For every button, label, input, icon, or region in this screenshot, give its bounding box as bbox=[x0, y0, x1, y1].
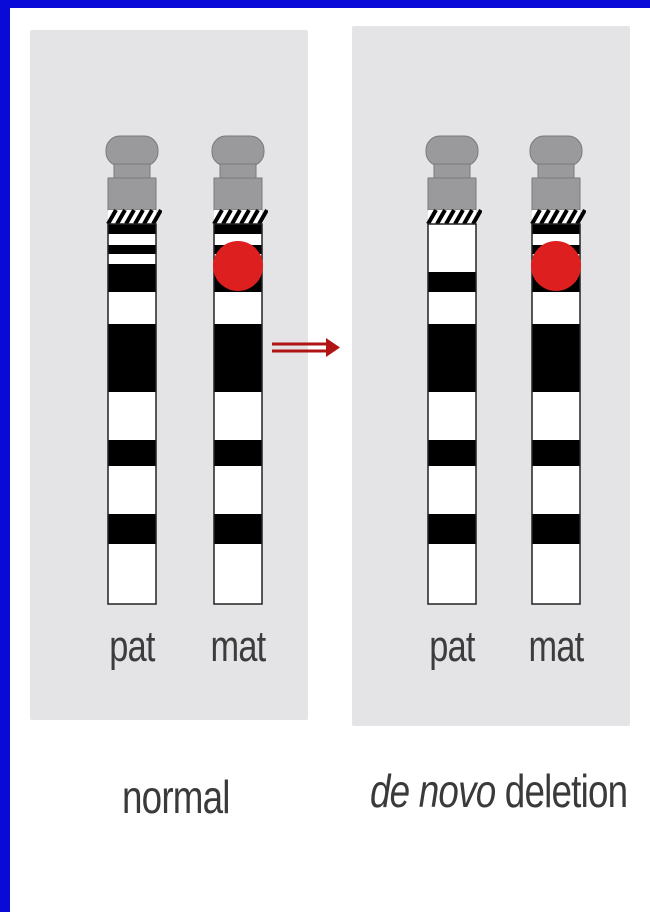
chromosome-band bbox=[428, 440, 476, 456]
chromosome-band bbox=[214, 224, 262, 234]
pericentric-band bbox=[108, 178, 156, 210]
chromosome-band bbox=[428, 272, 476, 292]
chromosome-band bbox=[214, 544, 262, 562]
chromosome-pat-deleted: pat bbox=[422, 134, 482, 754]
chromosome-band bbox=[532, 292, 580, 324]
chromosome-band bbox=[108, 594, 156, 604]
chromosome-band bbox=[532, 562, 580, 594]
chromosome-band bbox=[214, 514, 262, 532]
chromosome-label: pat bbox=[101, 622, 163, 672]
chromosome-band bbox=[428, 594, 476, 604]
chromosome-band bbox=[532, 392, 580, 440]
chromosome-band bbox=[428, 532, 476, 544]
chromosome-band bbox=[214, 594, 262, 604]
chromosome-band bbox=[108, 274, 156, 292]
chromosome-band bbox=[108, 336, 156, 392]
chromosome-band bbox=[108, 466, 156, 509]
chromosome-band bbox=[214, 292, 262, 324]
chromosome-band bbox=[108, 264, 156, 274]
chromosome-band bbox=[214, 466, 262, 509]
chromosome-band bbox=[532, 456, 580, 466]
chromosome-band bbox=[428, 509, 476, 514]
chromosome-band bbox=[532, 509, 580, 514]
chromosome-band bbox=[532, 440, 580, 456]
chromosome-band bbox=[214, 456, 262, 466]
chromosome-band bbox=[428, 544, 476, 562]
chromosome-band bbox=[214, 532, 262, 544]
chromosome-band bbox=[214, 509, 262, 514]
chromosome-band bbox=[532, 336, 580, 392]
normal-caption: normal bbox=[122, 770, 230, 824]
chromosome-mat-normal: mat bbox=[526, 134, 586, 754]
slide: pat mat pat mat normal de novo deletion bbox=[10, 8, 650, 912]
de-novo-text: de novo bbox=[370, 765, 495, 817]
chromosome-label: mat bbox=[207, 622, 269, 672]
chromosome-band bbox=[108, 544, 156, 562]
chromosome-band bbox=[108, 509, 156, 514]
chromosome-band bbox=[108, 440, 156, 456]
p-arm-cap bbox=[106, 136, 158, 166]
chromosome-band bbox=[108, 245, 156, 254]
chromosome-band bbox=[428, 336, 476, 392]
chromosome-band bbox=[108, 292, 156, 324]
chromosome-band bbox=[108, 324, 156, 336]
chromosome-mat-normal-drawing bbox=[208, 134, 268, 634]
gene-marker bbox=[213, 241, 263, 291]
p-arm-cap bbox=[426, 136, 478, 166]
chromosome-band bbox=[428, 324, 476, 336]
deletion-caption: de novo deletion bbox=[370, 764, 627, 818]
chromosome-band bbox=[214, 562, 262, 594]
chromosome-band bbox=[108, 532, 156, 544]
chromosome-pat-deleted-drawing bbox=[422, 134, 482, 634]
chromosome-band bbox=[532, 594, 580, 604]
p-arm-cap bbox=[530, 136, 582, 166]
chromosome-band bbox=[428, 456, 476, 466]
deletion-panel: pat mat bbox=[352, 26, 630, 726]
chromosome-band bbox=[214, 440, 262, 456]
pericentric-band bbox=[214, 178, 262, 210]
right-arrow-icon bbox=[272, 336, 342, 360]
chromosome-band bbox=[532, 224, 580, 234]
chromosome-band bbox=[532, 324, 580, 336]
p-arm-cap bbox=[212, 136, 264, 166]
chromosome-band bbox=[214, 324, 262, 336]
chromosome-band bbox=[108, 392, 156, 440]
chromosome-band bbox=[108, 234, 156, 245]
chromosome-label: mat bbox=[525, 622, 587, 672]
chromosome-band bbox=[108, 514, 156, 532]
chromosome-band bbox=[428, 264, 476, 272]
pericentric-band bbox=[428, 178, 476, 210]
chromosome-mat-normal: mat bbox=[208, 134, 268, 754]
gene-marker bbox=[531, 241, 581, 291]
chromosome-pat-normal-drawing bbox=[102, 134, 162, 634]
chromosome-band bbox=[214, 392, 262, 440]
chromosome-label: pat bbox=[421, 622, 483, 672]
chromosome-band bbox=[108, 562, 156, 594]
chromosome-band bbox=[532, 532, 580, 544]
chromosome-band bbox=[428, 224, 476, 264]
chromosome-pat-normal: pat bbox=[102, 134, 162, 754]
chromosome-band bbox=[428, 292, 476, 324]
chromosome-band bbox=[428, 392, 476, 440]
chromosome-band bbox=[428, 466, 476, 509]
chromosome-band bbox=[428, 562, 476, 594]
chromosome-band bbox=[532, 514, 580, 532]
deletion-text: deletion bbox=[495, 765, 627, 817]
chromosome-band bbox=[428, 514, 476, 532]
chromosome-band bbox=[108, 456, 156, 466]
chromosome-band bbox=[108, 254, 156, 264]
chromosome-band bbox=[108, 224, 156, 234]
normal-panel: pat mat bbox=[30, 30, 308, 720]
chromosome-mat-normal-drawing bbox=[526, 134, 586, 634]
pericentric-band bbox=[532, 178, 580, 210]
chromosome-band bbox=[532, 544, 580, 562]
chromosome-band bbox=[532, 466, 580, 509]
chromosome-band bbox=[214, 336, 262, 392]
